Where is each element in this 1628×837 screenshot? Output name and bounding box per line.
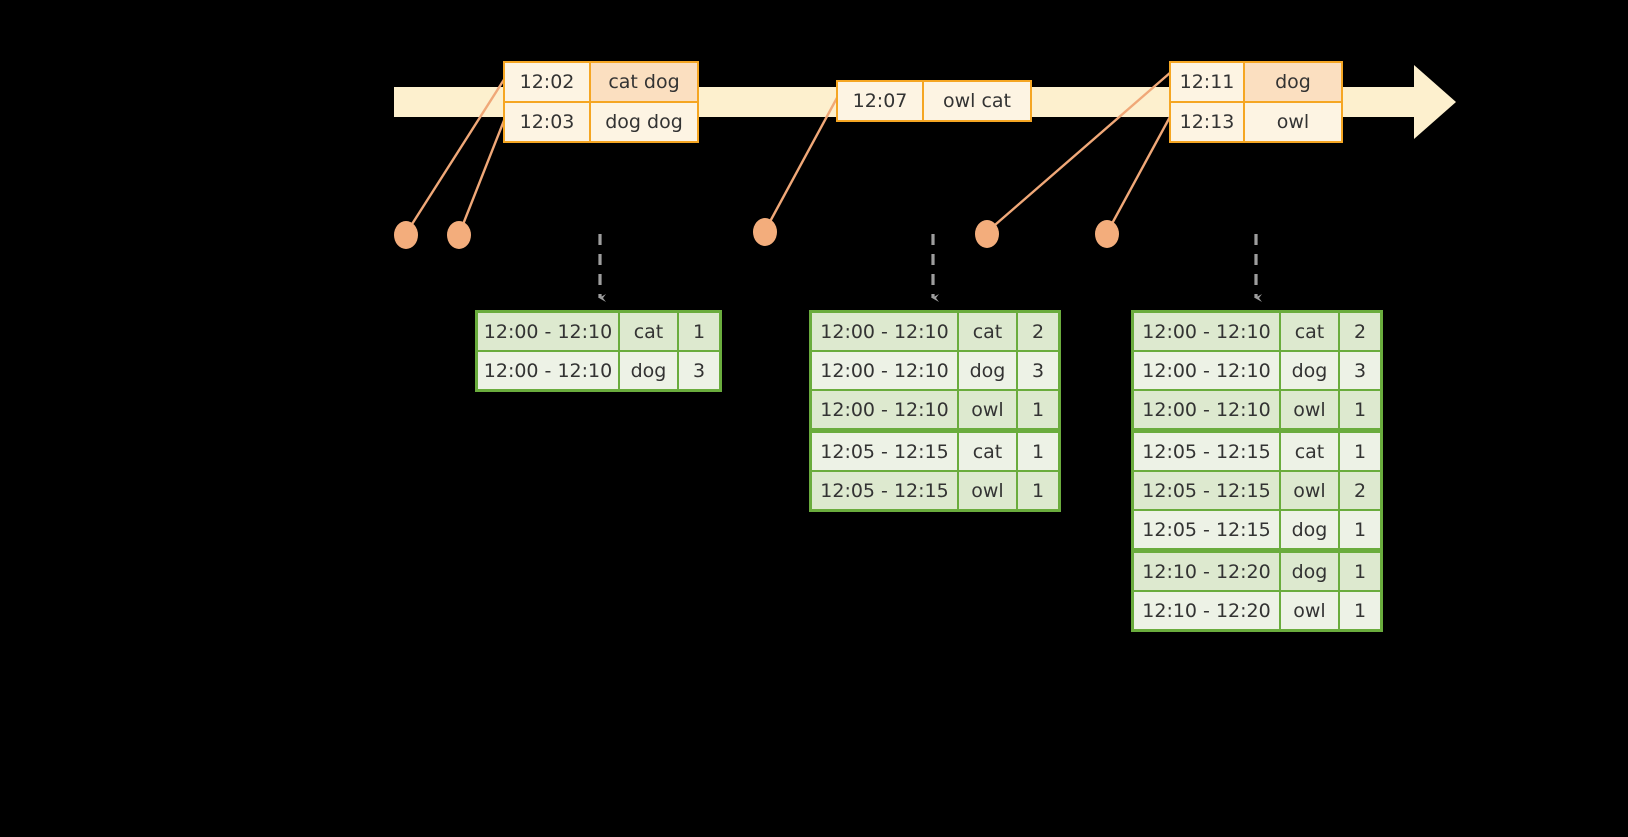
emit-arrows [598,234,1262,302]
cell-window: 12:00 - 12:10 [1134,352,1279,389]
event-words: owl cat [922,82,1030,120]
cell-key: dog [1281,352,1338,389]
event-box-group-c[interactable]: 12:11 dog 12:13 owl [1169,61,1343,143]
cell-window: 12:00 - 12:10 [812,391,957,428]
cell-window: 12:00 - 12:10 [812,313,957,350]
event-row: 12:07 owl cat [838,82,1030,120]
cell-key: cat [959,313,1016,350]
event-time: 12:07 [838,82,922,120]
timeline-arrow-head [1414,65,1456,139]
marker-5 [1095,220,1119,248]
event-words: owl [1243,103,1341,141]
cell-count: 1 [1018,433,1058,470]
cell-key: cat [959,433,1016,470]
event-row: 12:11 dog [1171,63,1341,101]
cell-count: 3 [679,352,719,389]
cell-key: dog [959,352,1016,389]
cell-window: 12:10 - 12:20 [1134,553,1279,590]
cell-count: 1 [1018,472,1058,509]
cell-key: owl [1281,391,1338,428]
cell-count: 1 [1340,553,1380,590]
event-time: 12:03 [505,103,589,141]
cell-key: dog [1281,553,1338,590]
event-row: 12:03 dog dog [505,101,697,141]
cell-window: 12:05 - 12:15 [1134,433,1279,470]
event-box-group-b[interactable]: 12:07 owl cat [836,80,1032,122]
cell-window: 12:00 - 12:10 [1134,313,1279,350]
marker-1 [394,221,418,249]
cell-count: 2 [1340,472,1380,509]
cell-key: cat [1281,313,1338,350]
cell-count: 3 [1018,352,1058,389]
event-words: dog dog [589,103,697,141]
cell-count: 1 [1340,391,1380,428]
cell-key: owl [1281,592,1338,629]
cell-key: owl [959,391,1016,428]
event-row: 12:02 cat dog [505,63,697,101]
cell-key: dog [1281,511,1338,548]
cell-key: dog [620,352,677,389]
cell-count: 3 [1340,352,1380,389]
marker-3 [753,218,777,246]
cell-window: 12:05 - 12:15 [1134,511,1279,548]
event-markers [394,218,1119,249]
cell-window: 12:00 - 12:10 [1134,391,1279,428]
cell-window: 12:10 - 12:20 [1134,592,1279,629]
cell-window: 12:00 - 12:10 [478,352,618,389]
event-box-group-a[interactable]: 12:02 cat dog 12:03 dog dog [503,61,699,143]
cell-count: 2 [1340,313,1380,350]
cell-window: 12:05 - 12:15 [812,433,957,470]
cell-count: 1 [1018,391,1058,428]
cell-count: 1 [1340,511,1380,548]
cell-window: 12:05 - 12:15 [1134,472,1279,509]
marker-4 [975,220,999,248]
marker-2 [447,221,471,249]
event-row: 12:13 owl [1171,101,1341,141]
cell-count: 1 [1340,592,1380,629]
cell-window: 12:00 - 12:10 [478,313,618,350]
cell-key: cat [1281,433,1338,470]
cell-count: 2 [1018,313,1058,350]
cell-window: 12:00 - 12:10 [812,352,957,389]
event-words: cat dog [589,63,697,101]
cell-window: 12:05 - 12:15 [812,472,957,509]
event-time: 12:13 [1171,103,1243,141]
cell-count: 1 [1340,433,1380,470]
connector-line-2 [458,117,507,233]
cell-count: 1 [679,313,719,350]
event-words: dog [1243,63,1341,101]
cell-key: cat [620,313,677,350]
cell-key: owl [1281,472,1338,509]
connector-line-5 [1106,114,1173,232]
event-time: 12:11 [1171,63,1243,101]
event-time: 12:02 [505,63,589,101]
cell-key: owl [959,472,1016,509]
